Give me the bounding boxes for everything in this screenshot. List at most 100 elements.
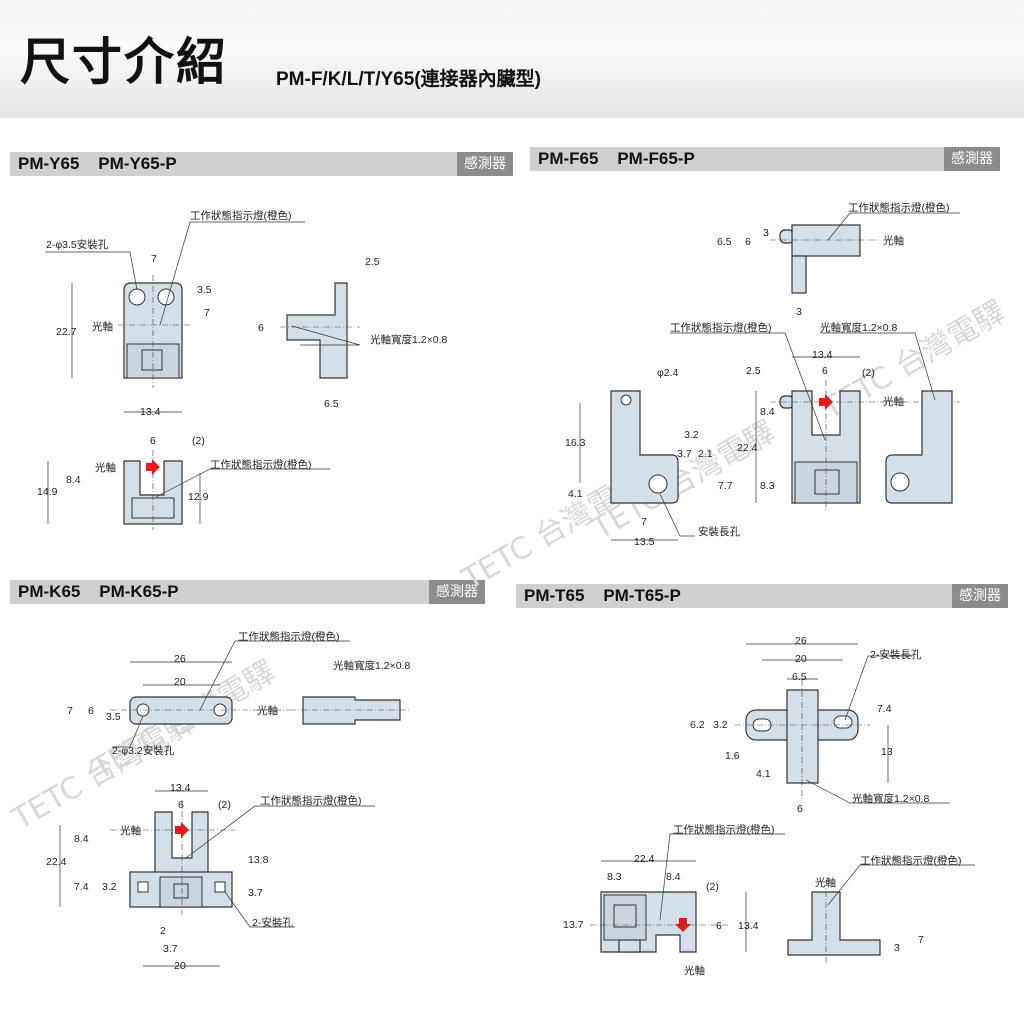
dimension-label: 6 xyxy=(150,435,156,447)
category-badge: 感測器 xyxy=(944,147,1000,171)
dimension-label: (2) xyxy=(218,799,231,811)
indicator-arrow-icon xyxy=(175,822,189,838)
dimension-label: (2) xyxy=(862,367,875,379)
dimension-label: 3.7 xyxy=(163,943,178,955)
dimension-label: 光軸寬度1.2×0.8 xyxy=(333,659,410,672)
dimension-label: 光軸 xyxy=(92,320,113,333)
indicator-arrow-icon xyxy=(819,394,833,410)
dimension-label: 7.4 xyxy=(74,881,89,893)
dimension-label: 6 xyxy=(88,705,94,717)
dimension-label: 2-φ3.2安裝孔 xyxy=(112,744,175,757)
dimension-label: 光軸寬度1.2×0.8 xyxy=(370,333,447,346)
dimension-label: 7.4 xyxy=(877,703,892,715)
section-header-k65: PM-K65 PM-K65-P 感測器 xyxy=(10,580,485,604)
dimension-label: 光軸寬度1.2×0.8 xyxy=(852,792,929,805)
y65-labels: 工作狀態指示燈(橙色) 2-φ3.5安裝孔 7 3.5 7 22.7 光軸 2.… xyxy=(37,209,447,503)
dimension-label: 7 xyxy=(918,934,924,946)
category-badge: 感測器 xyxy=(429,580,485,604)
dimension-label: 13.4 xyxy=(812,349,833,361)
dimension-label: 13.4 xyxy=(738,920,759,932)
dimension-label: φ2.4 xyxy=(657,367,679,379)
dimension-label: 8.3 xyxy=(760,480,775,492)
dimension-label: 13.4 xyxy=(170,782,191,794)
dimension-label: 光軸 xyxy=(883,395,904,408)
dimension-label: 2.5 xyxy=(746,365,761,377)
dimension-label: 2.1 xyxy=(698,448,713,460)
dimension-label: 22.4 xyxy=(634,853,655,865)
page-title: 尺寸介紹 xyxy=(20,33,228,91)
dimension-label: 13 xyxy=(881,746,893,758)
dimension-label: 4.1 xyxy=(568,488,583,500)
dimension-label: 3.7 xyxy=(248,887,263,899)
dimension-label: 工作狀態指示燈(橙色) xyxy=(190,209,292,222)
dimension-label: 光軸 xyxy=(95,461,116,474)
dimension-label: 3.2 xyxy=(713,719,728,731)
dimension-label: (2) xyxy=(706,881,719,893)
dimension-label: 3.2 xyxy=(102,881,117,893)
f65-drawing xyxy=(579,212,960,541)
dimension-label: 安裝長孔 xyxy=(698,525,740,538)
section-title: PM-Y65 PM-Y65-P xyxy=(18,154,177,173)
y65-drawing xyxy=(45,221,361,530)
dimension-label: 光軸 xyxy=(684,964,705,977)
dimension-label: 7 xyxy=(67,705,73,717)
dimension-label: 4.1 xyxy=(756,768,771,780)
dimension-label: (2) xyxy=(192,435,205,447)
k65-labels: 工作狀態指示燈(橙色) 26 光軸寬度1.2×0.8 20 7 6 3.5 光軸… xyxy=(46,630,410,972)
section-header-y65: PM-Y65 PM-Y65-P 感測器 xyxy=(10,152,513,176)
dimension-label: 8.4 xyxy=(760,406,775,418)
k65-drawing xyxy=(59,640,410,967)
dimension-label: 13.7 xyxy=(563,919,584,931)
dimension-label: 3 xyxy=(796,306,802,318)
page-subtitle: PM-F/K/L/T/Y65(連接器內臟型) xyxy=(276,69,541,90)
dimension-label: 8.4 xyxy=(74,833,89,845)
dimension-label: 光軸 xyxy=(815,876,836,889)
dimension-label: 20 xyxy=(795,653,807,665)
dimension-label: 6 xyxy=(745,236,751,248)
dimension-label: 26 xyxy=(795,635,807,647)
dimension-label: 6.5 xyxy=(324,398,339,410)
dimension-label: 工作狀態指示燈(橙色) xyxy=(670,321,772,334)
dimension-label: 光軸寬度1.2×0.8 xyxy=(820,321,897,334)
dimension-label: 7.7 xyxy=(718,480,733,492)
dimension-label: 22.4 xyxy=(46,856,67,868)
f65-labels: 工作狀態指示燈(橙色) 6.5 6 3 光軸 3 工作狀態指示燈(橙色) 光軸寬… xyxy=(565,201,950,548)
dimension-label: 工作狀態指示燈(橙色) xyxy=(238,630,340,643)
dimension-label: 3.2 xyxy=(684,429,699,441)
dimension-label: 6.5 xyxy=(717,236,732,248)
dimension-label: 7 xyxy=(204,307,210,319)
dimension-label: 3.5 xyxy=(197,284,212,296)
category-badge: 感測器 xyxy=(952,584,1008,608)
dimension-label: 6.2 xyxy=(690,719,705,731)
dimension-label: 6 xyxy=(716,920,722,932)
dimension-label: 工作狀態指示燈(橙色) xyxy=(860,854,962,867)
dimension-label: 7 xyxy=(151,253,157,265)
t65-labels: 26 20 2-安裝長孔 6.5 7.4 6.2 3.2 13 1.6 4.1 … xyxy=(563,635,962,977)
section-header-t65: PM-T65 PM-T65-P 感測器 xyxy=(516,584,1008,608)
dimension-label: 22.7 xyxy=(56,326,77,338)
section-header-f65: PM-F65 PM-F65-P 感測器 xyxy=(530,147,1000,171)
dimension-label: 3 xyxy=(763,227,769,239)
dimension-label: 工作狀態指示燈(橙色) xyxy=(848,201,950,214)
dimension-label: 工作狀態指示燈(橙色) xyxy=(210,458,312,471)
section-title: PM-K65 PM-K65-P xyxy=(18,582,179,601)
dimension-label: 2-安裝長孔 xyxy=(870,648,922,661)
dimension-label: 6 xyxy=(178,799,184,811)
dimension-label: 8.3 xyxy=(607,871,622,883)
dimension-label: 16.3 xyxy=(565,437,586,449)
dimension-label: 2 xyxy=(160,925,166,937)
dimension-label: 2-安裝孔 xyxy=(252,916,293,929)
dimension-label: 工作狀態指示燈(橙色) xyxy=(673,823,775,836)
dimension-label: 6.5 xyxy=(792,671,807,683)
dimension-label: 光軸 xyxy=(120,824,141,837)
dimension-label: 12.9 xyxy=(188,491,209,503)
dimension-label: 6 xyxy=(822,365,828,377)
dimension-label: 2-φ3.5安裝孔 xyxy=(46,238,109,251)
dimension-label: 3.7 xyxy=(677,448,692,460)
dimension-label: 22.4 xyxy=(737,442,758,454)
dimension-label: 13.5 xyxy=(634,536,655,548)
dimension-label: 14.9 xyxy=(37,486,58,498)
dimension-label: 7 xyxy=(641,516,647,528)
dimension-label: 1.6 xyxy=(725,750,740,762)
